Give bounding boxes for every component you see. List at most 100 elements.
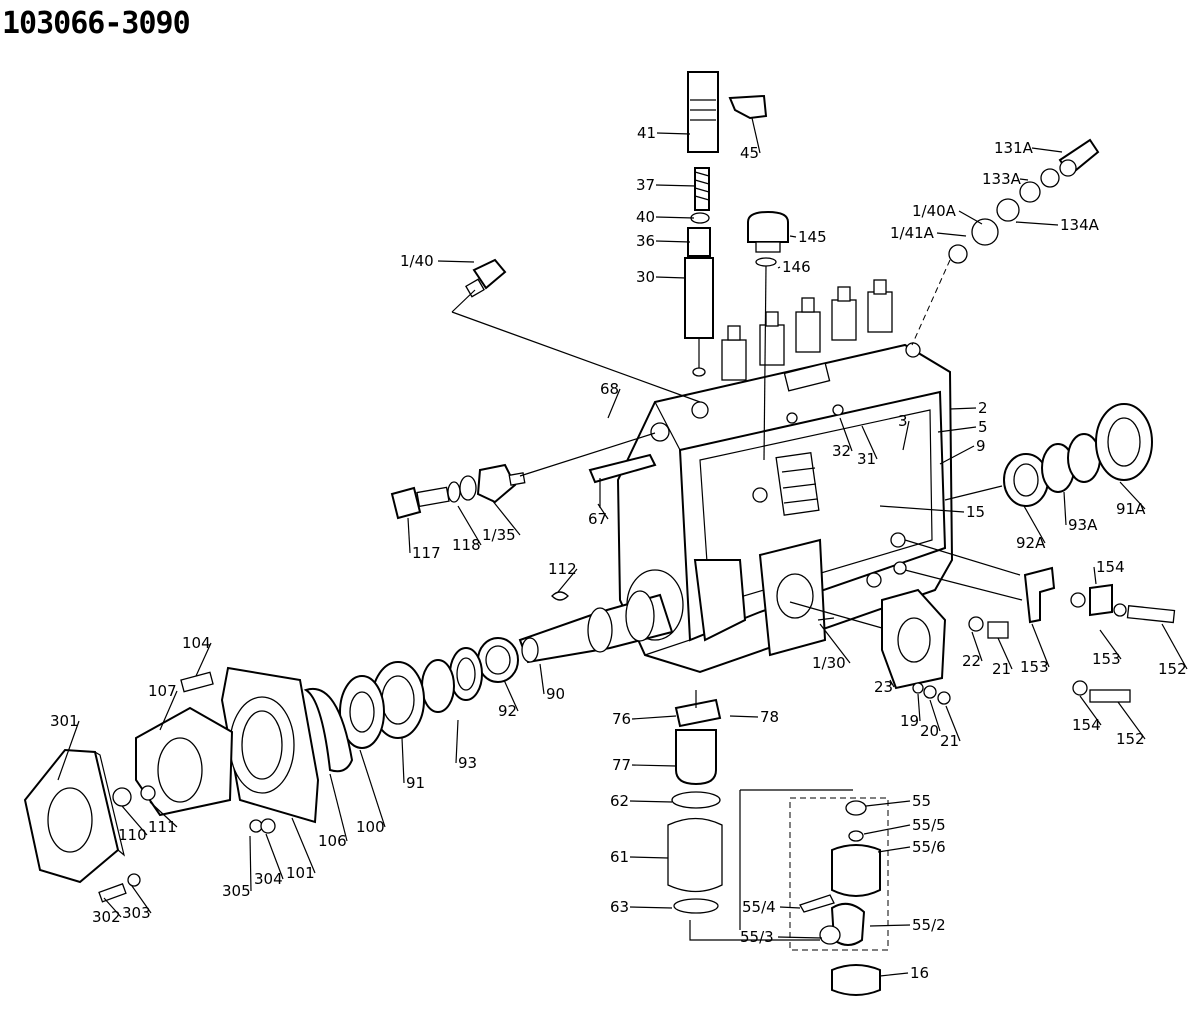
leader-line-p91 <box>401 737 405 784</box>
leader-line-p556 <box>877 846 911 853</box>
part-label-p140a: 1/40A <box>912 202 957 220</box>
part-label-p305: 305 <box>222 882 251 900</box>
part-label-p111: 111 <box>148 818 177 836</box>
leader-line-p92a <box>1023 505 1046 544</box>
part-label-p67: 67 <box>588 510 607 528</box>
leader-line-p68 <box>607 388 621 419</box>
leader-line-p554 <box>779 906 801 909</box>
part-label-p134a: 134A <box>1060 216 1100 234</box>
part-label-p131a: 131A <box>994 139 1034 157</box>
leader-line-p140a <box>958 210 983 225</box>
part-label-p40: 40 <box>636 208 655 226</box>
leader-line-p130 <box>819 623 851 664</box>
part-label-p76: 76 <box>612 710 631 728</box>
plug-145 <box>747 210 789 461</box>
part-label-p130: 1/30 <box>812 654 846 672</box>
leader-line-p30 <box>655 276 687 279</box>
leader-line-p141a <box>936 232 967 237</box>
part-label-p106: 106 <box>318 832 347 850</box>
leader-line-p3 <box>902 420 910 451</box>
part-label-p5: 5 <box>978 418 988 436</box>
bolt-1-40 <box>451 258 701 403</box>
leader-line-p140 <box>437 260 475 263</box>
leader-line-p154a <box>1093 566 1097 585</box>
part-label-p554: 55/4 <box>742 898 776 916</box>
leader-line-p77 <box>631 764 677 767</box>
leader-line-p2 <box>949 407 977 410</box>
part-label-p133a: 133A <box>982 170 1022 188</box>
part-label-p152a: 152 <box>1158 660 1187 678</box>
leader-line-p19 <box>917 693 921 722</box>
part-label-p302: 302 <box>92 908 121 926</box>
leader-line-p92 <box>503 679 519 712</box>
part-label-p154a: 154 <box>1096 558 1125 576</box>
part-label-p141a: 1/41A <box>890 224 935 242</box>
part-label-p93: 93 <box>458 754 477 772</box>
lever-67 <box>588 453 657 508</box>
part-label-p41: 41 <box>637 124 656 142</box>
part-label-p110: 110 <box>118 826 147 844</box>
leader-line-p106 <box>329 773 348 842</box>
fittings-131a-134a <box>911 138 1100 346</box>
leader-line-p553 <box>777 936 823 939</box>
leader-line-p41 <box>656 132 691 135</box>
leader-line-p5 <box>937 426 977 433</box>
part-label-p100: 100 <box>356 818 385 836</box>
leader-line-p16 <box>879 972 909 977</box>
part-label-p101: 101 <box>286 864 315 882</box>
leader-line-p152a <box>1161 623 1188 670</box>
leader-line-p145 <box>789 235 797 238</box>
leader-line-p305 <box>249 835 252 892</box>
part-label-p301: 301 <box>50 712 79 730</box>
part-label-p304: 304 <box>254 870 283 888</box>
part-label-p135: 1/35 <box>482 526 516 544</box>
leader-line-p15 <box>879 505 965 513</box>
part-label-p32: 32 <box>832 442 851 460</box>
leader-line-p131a <box>1031 147 1063 153</box>
part-label-p37: 37 <box>636 176 655 194</box>
part-label-p31: 31 <box>857 450 876 468</box>
leader-line-p78 <box>729 715 759 718</box>
part-label-p303: 303 <box>122 904 151 922</box>
part-label-p61: 61 <box>610 848 629 866</box>
part-label-p152b: 152 <box>1116 730 1145 748</box>
leader-line-p303 <box>131 885 152 914</box>
leader-line-p112 <box>557 568 578 593</box>
part-label-p556: 55/6 <box>912 838 946 856</box>
part-label-p3: 3 <box>898 412 908 430</box>
camshaft <box>518 590 674 664</box>
part-label-p92a: 92A <box>1016 534 1046 552</box>
part-label-p36: 36 <box>636 232 655 250</box>
part-label-p145: 145 <box>798 228 827 246</box>
leader-line-p93a <box>1063 491 1067 526</box>
leader-line-p134a <box>1015 221 1059 226</box>
leader-line-p90 <box>539 663 545 695</box>
part-label-p552: 55/2 <box>912 916 946 934</box>
leader-line-p93 <box>455 719 459 764</box>
part-label-p9: 9 <box>976 437 986 455</box>
part-label-p553: 55/3 <box>740 928 774 946</box>
plate-23-group <box>789 588 951 705</box>
part-label-p2: 2 <box>978 399 988 417</box>
leader-line-p304 <box>265 833 284 880</box>
leader-line-p63 <box>629 906 673 909</box>
overflow-valve-55 <box>789 797 889 996</box>
part-label-p112: 112 <box>548 560 577 578</box>
part-label-p104: 104 <box>182 634 211 652</box>
part-label-p91a: 91A <box>1116 500 1146 518</box>
leader-line-p31 <box>861 425 878 460</box>
part-label-p118: 118 <box>452 536 481 554</box>
part-label-p19: 19 <box>900 712 919 730</box>
bracket-153-group <box>904 539 1176 703</box>
part-labels: 4145374036301451461/40131A133A1/40A1/41A… <box>50 117 1188 982</box>
leader-line-p36 <box>655 240 691 243</box>
leader-line-p117 <box>407 517 411 554</box>
leader-line-p552 <box>869 924 911 927</box>
part-label-p78: 78 <box>760 708 779 726</box>
leader-line-p146 <box>777 266 781 269</box>
leader-line-p104 <box>195 642 212 677</box>
part-label-p63: 63 <box>610 898 629 916</box>
leader-line-p40 <box>655 216 695 219</box>
leader-line-p67 <box>597 503 609 520</box>
leader-line-p21a <box>997 637 1013 670</box>
